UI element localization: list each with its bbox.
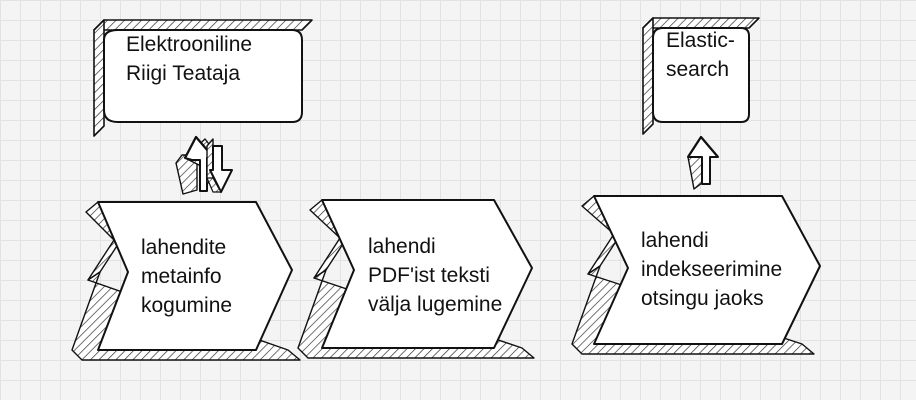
ert-label-line-2: Riigi Teataja — [126, 62, 241, 85]
step-2-label-line-3: välja lugemine — [368, 293, 503, 316]
ert-box — [93, 19, 313, 137]
bidirectional-arrow — [175, 135, 233, 195]
step-1-label-line-2: metainfo — [141, 265, 222, 288]
elasticsearch-label: Elastic- search — [666, 26, 735, 84]
step-3-label: lahendi indekseerimine otsingu jaoks — [641, 226, 782, 313]
up-arrow-to-elasticsearch — [687, 135, 719, 190]
step-2-chevron — [297, 199, 535, 359]
down-arrow-icon — [206, 138, 233, 193]
step-3-label-line-1: lahendi — [641, 229, 709, 252]
step-3-chevron — [571, 195, 821, 355]
elasticsearch-label-line-1: Elastic- — [666, 29, 735, 52]
step-2-label-line-1: lahendi — [368, 235, 436, 258]
step-3-label-line-3: otsingu jaoks — [641, 287, 764, 310]
elasticsearch-box — [642, 17, 760, 135]
step-1-label-line-3: kogumine — [141, 294, 233, 317]
step-1-chevron — [71, 201, 301, 361]
elasticsearch-label-line-2: search — [666, 58, 730, 81]
ert-label: Elektrooniline Riigi Teataja — [126, 30, 252, 88]
step-3-label-line-2: indekseerimine — [641, 258, 783, 281]
step-2-label-line-2: PDF'ist teksti — [368, 264, 490, 287]
step-2-label: lahendi PDF'ist teksti välja lugemine — [368, 232, 502, 319]
ert-label-line-1: Elektrooniline — [126, 33, 253, 56]
step-1-label: lahendite metainfo kogumine — [141, 233, 232, 320]
step-1-label-line-1: lahendite — [141, 236, 227, 259]
